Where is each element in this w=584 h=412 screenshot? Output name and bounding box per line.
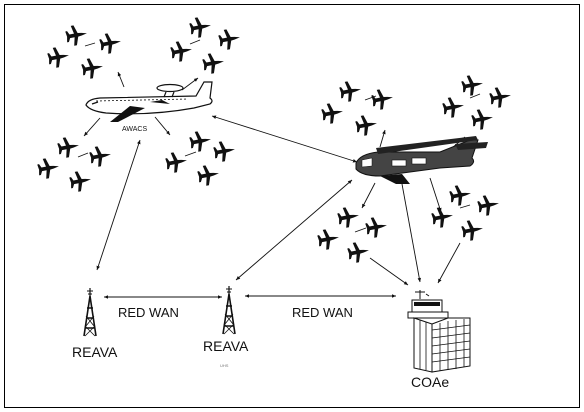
red-wan-label-right: RED WAN — [292, 305, 353, 320]
awacs-aircraft-icon — [85, 81, 213, 122]
arrow-awacs-to-fighters-top — [117, 71, 125, 88]
arrow-awacs-to-fighters-bottom — [154, 116, 171, 136]
coae-label: COAe — [411, 374, 449, 390]
arrow-awacs-to-fighters-left — [83, 117, 101, 137]
tiny-mark-label: UHS — [220, 363, 229, 368]
reava-label-mid: REAVA — [203, 338, 249, 354]
arrow-awacs-transport — [211, 115, 358, 163]
arrow-transport-reava-mid — [235, 179, 353, 281]
arrow-transport-to-fighters-top — [379, 129, 386, 148]
formation-dashes — [77, 39, 481, 233]
control-center-building-icon — [407, 290, 471, 373]
arrow-transport-to-fighters-right — [429, 177, 442, 213]
arrow-transport-coae — [401, 183, 422, 283]
arrow-transport-to-fighters-bottom — [361, 182, 376, 209]
reava-label-left: REAVA — [72, 344, 118, 360]
arrow-fighters-right-coae — [437, 242, 461, 284]
connection-lines — [83, 71, 466, 299]
red-wan-label-left: RED WAN — [118, 305, 179, 320]
awacs-label: AWACS — [122, 126, 147, 133]
arrow-awacs-reava-left — [96, 139, 141, 271]
arrow-awacs-to-fighters-topright — [181, 77, 199, 91]
transport-aircraft-icon — [355, 136, 488, 184]
arrow-fighters-bottom-coae — [369, 257, 409, 286]
